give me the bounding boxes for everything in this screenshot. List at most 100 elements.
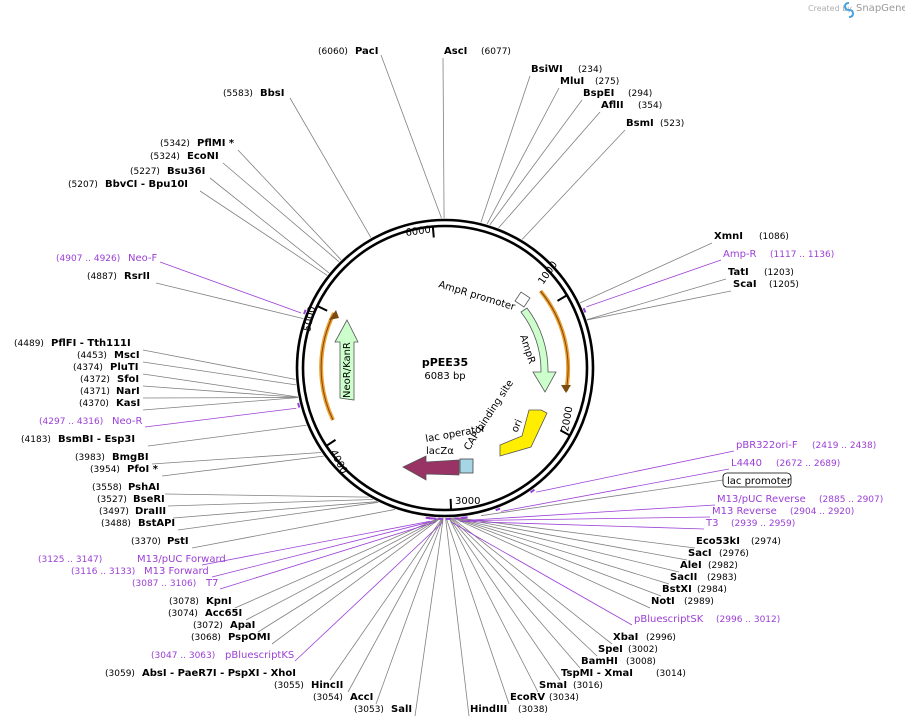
neo-kan-arrow [334, 319, 359, 401]
enzyme-position: (3078) [169, 597, 199, 607]
leader-xbai [451, 517, 613, 645]
enzyme-site-apai: ApaI(3072) [193, 620, 255, 631]
enzyme-site-bsmbi: BsmBI - Esp3I(4183) [21, 434, 135, 445]
enzyme-position: (5324) [150, 152, 180, 162]
primer-name: M13 Reverse [712, 506, 777, 517]
leader-ecorv [445, 517, 510, 705]
primer-pbr322: pBR322ori-F(2419 .. 2438) [736, 440, 876, 451]
leader-pshai [164, 493, 369, 498]
enzyme-site-xbai: XbaI(2996) [613, 632, 676, 643]
neo-range-arc-core [320, 312, 335, 421]
enzyme-position: (354) [638, 101, 662, 111]
enzyme-name: BspEI [583, 88, 614, 99]
tick-mark-5000 [316, 305, 328, 312]
primer-range: (3125 .. 3147) [38, 555, 102, 565]
enzyme-position: (5583) [223, 89, 253, 99]
enzyme-site-kasi: KasI(4370) [79, 398, 140, 409]
primer-leader-lines [144, 259, 735, 662]
enzyme-site-spei: SpeI(3002) [598, 644, 658, 655]
enzyme-name: SpeI [598, 644, 623, 655]
enzyme-position: (4887) [87, 272, 117, 282]
enzyme-position: (4489) [14, 339, 44, 349]
enzyme-name: HincII [311, 680, 343, 691]
lacz-alpha-arrow [402, 455, 460, 481]
enzyme-position: (234) [578, 65, 602, 75]
enzyme-site-bspei: BspEI(294) [583, 88, 652, 99]
amp-range-arc-core [540, 290, 569, 392]
primer-range: (4297 .. 4316) [39, 417, 103, 427]
ampr-promoter-arrow [514, 291, 531, 308]
leader-nari [142, 397, 298, 399]
leader-kasi [142, 397, 298, 411]
enzyme-name: Eco53kI [696, 536, 740, 547]
enzyme-site-saci: SacI(2976) [688, 548, 749, 559]
enzyme-position: (4374) [73, 363, 103, 373]
leader-aflii [498, 111, 601, 229]
enzyme-position: (275) [595, 77, 619, 87]
primer-l4440: L4440(2672 .. 2689) [731, 458, 840, 469]
enzyme-site-bseri: BseRI(3527) [97, 494, 165, 505]
primer-name: Neo-F [128, 253, 158, 264]
primer-mark-l4440 [495, 507, 501, 512]
leader-bsmbi [147, 424, 307, 447]
leader-bspei [489, 99, 583, 226]
enzyme-site-pshai: PshAI(3558) [92, 482, 160, 493]
enzyme-site-bstxi: BstXI(2984) [662, 584, 727, 595]
enzyme-position: (1205) [769, 280, 799, 290]
leader-spei [450, 517, 598, 657]
enzyme-name: PflMI * [197, 138, 235, 149]
enzyme-position: (523) [660, 119, 684, 129]
primer-mark-ampr [582, 307, 587, 313]
leader-lines [142, 54, 732, 717]
primer-neof: Neo-F(4907 .. 4926) [56, 253, 158, 264]
enzyme-position: (3014) [656, 669, 686, 679]
enzyme-position: (4370) [79, 399, 109, 409]
enzyme-site-bstapi: BstAPI(3488) [101, 518, 175, 529]
enzyme-site-sali: SalI(3053) [354, 704, 412, 715]
enzyme-site-asci: AscI(6077) [444, 46, 511, 57]
leader-acc65i [245, 517, 441, 621]
enzyme-name: SacII [670, 572, 697, 583]
ampr-promoter-label: AmpR promoter [437, 279, 517, 313]
leader-saci [455, 517, 688, 561]
primer-leader-m13fwd [211, 521, 432, 578]
primer-name: L4440 [731, 458, 762, 469]
leader-apai [257, 517, 441, 633]
primer-range: (2996 .. 3012) [716, 615, 780, 625]
leader-sfoi [142, 385, 298, 398]
enzyme-position: (2974) [751, 537, 781, 547]
primer-m13pucfwd: M13/pUC Forward(3125 .. 3147) [38, 554, 226, 565]
ori-arrow [499, 409, 548, 457]
enzyme-site-ecorv: EcoRV(3034) [510, 692, 579, 703]
primer-name: T7 [205, 578, 218, 589]
primer-range: (3116 .. 3133) [71, 567, 135, 577]
enzyme-name: BbvCI - Bpu10I [105, 179, 188, 190]
tick-mark-2000 [559, 429, 571, 437]
primer-range: (3087 .. 3106) [132, 579, 196, 589]
enzyme-position: (3038) [518, 705, 548, 715]
enzyme-position: (6060) [318, 47, 348, 57]
enzyme-name: XmnI [714, 231, 743, 242]
primer-leader-l4440 [501, 468, 730, 512]
enzyme-name: SalI [391, 704, 412, 715]
tick-mark-1000 [556, 294, 568, 302]
enzyme-name: XbaI [613, 632, 638, 643]
primer-leader-pbr322 [536, 450, 735, 493]
enzyme-position: (4453) [77, 351, 107, 361]
leader-pflmi [237, 149, 342, 261]
tick-label-6000: 6000 [405, 225, 432, 239]
enzyme-position: (3488) [101, 519, 131, 529]
enzyme-name: SacI [688, 548, 712, 559]
enzyme-name: AccI [350, 692, 373, 703]
tick-label-2000: 2000 [560, 406, 575, 433]
enzyme-name: EcoNI [187, 151, 219, 162]
primer-leader-pbsks [294, 521, 444, 662]
enzyme-name: PacI [355, 46, 378, 57]
backbone-outer [295, 218, 595, 518]
enzyme-site-hincii: HincII(3055) [274, 680, 343, 691]
enzyme-site-hindiii: HindIII(3038) [470, 704, 548, 715]
leader-paci [380, 54, 442, 219]
leader-bstxi [453, 517, 662, 597]
enzyme-site-pspomi: PspOMI(3068) [191, 632, 270, 643]
